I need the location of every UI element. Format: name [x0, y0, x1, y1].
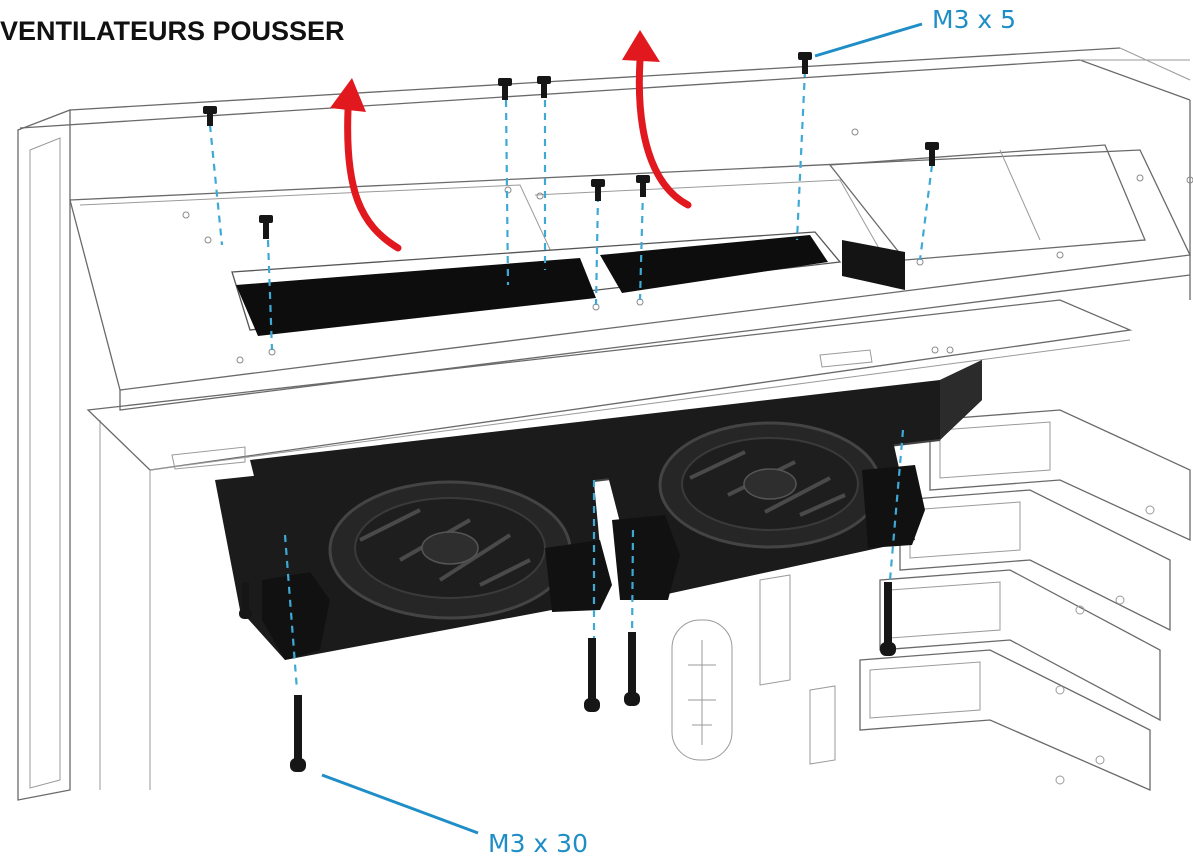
fan-corner-mount [262, 572, 330, 660]
cable-routing-cutout [671, 574, 836, 765]
screw-icon [203, 106, 217, 126]
screw-icon [584, 638, 600, 712]
airflow-arrow-icon [622, 30, 692, 209]
screw-icon [624, 632, 640, 706]
screw-icon [290, 695, 306, 772]
fan-corner-mount [862, 465, 925, 548]
fan-corner-mount [545, 540, 612, 612]
screw-icon [880, 582, 896, 656]
mounting-holes [182, 128, 1193, 364]
screw-icon [259, 215, 273, 239]
long-screws [239, 582, 896, 772]
screw-icon [498, 78, 512, 100]
short-screws [203, 52, 939, 239]
screw-icon [798, 52, 812, 74]
screw-icon [537, 76, 551, 98]
callout-label-bottom-screw: M3 x 30 [488, 829, 588, 856]
fan-left [215, 440, 612, 660]
airflow-arrow-icon [330, 78, 402, 252]
screw-icon [925, 142, 939, 166]
pc-case-outline [17, 47, 1193, 801]
airflow-arrows [330, 30, 692, 252]
alignment-guides [208, 69, 934, 691]
diagram-title: VENTILATEURS POUSSER [0, 16, 345, 46]
screw-icon [591, 179, 605, 201]
callout-leader-top [814, 22, 923, 58]
callout-leader-bottom [321, 773, 479, 835]
drive-cage [859, 409, 1191, 791]
radiator-fin-opening-right [600, 235, 828, 293]
screw-icon [636, 175, 650, 197]
fan-corner-mount [612, 515, 680, 600]
screw-icon [239, 582, 252, 619]
fan-right [600, 405, 925, 600]
radiator-fin-opening-left [236, 258, 596, 336]
callout-label-top-screw: M3 x 5 [932, 5, 1016, 34]
